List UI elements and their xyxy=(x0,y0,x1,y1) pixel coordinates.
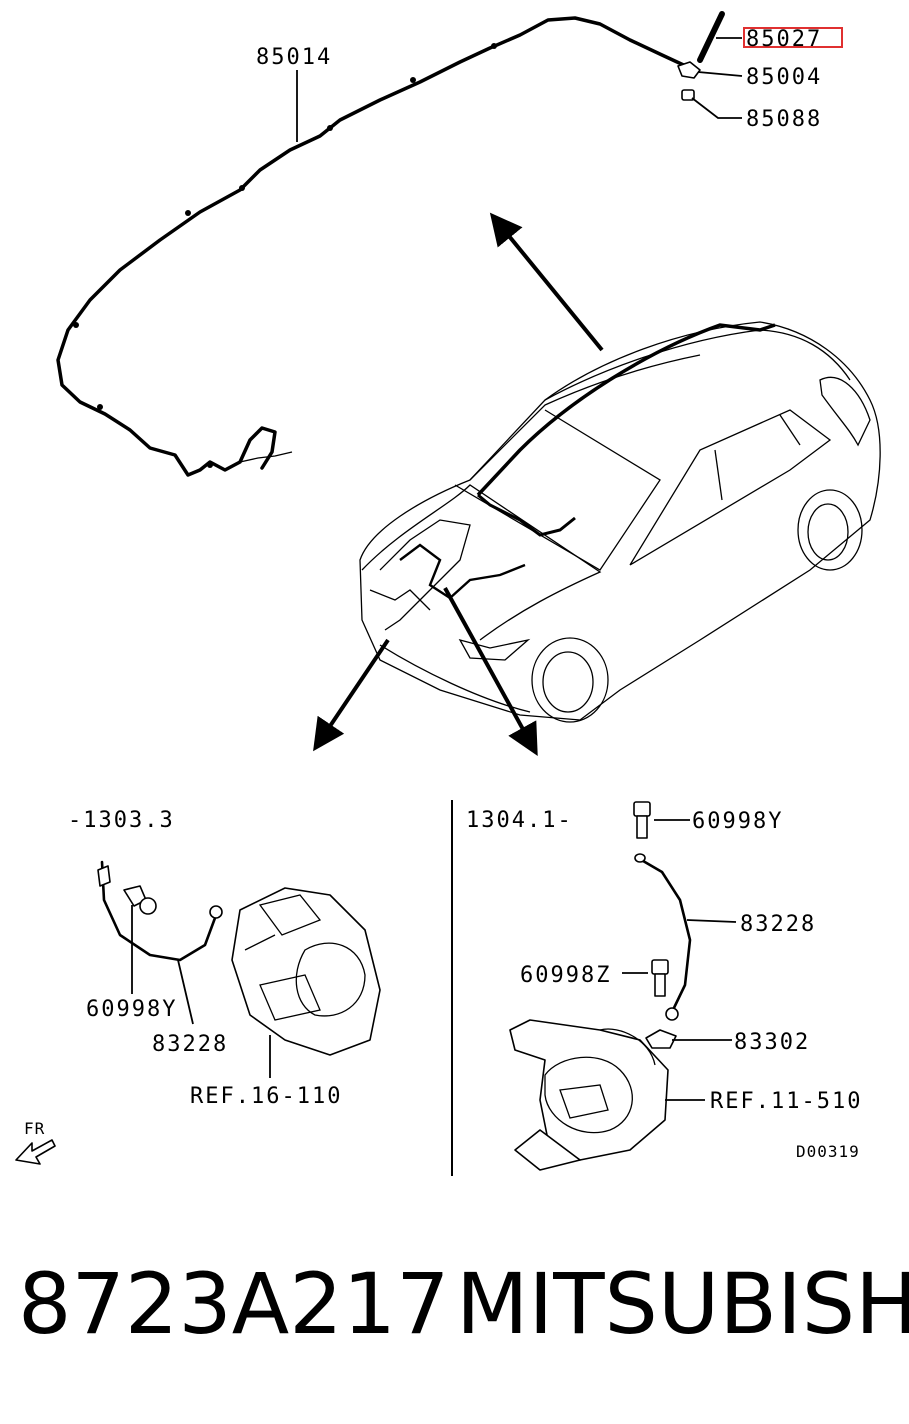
bolt-mid-right-60998Z[interactable] xyxy=(651,959,669,997)
leader-83228-right xyxy=(686,919,737,923)
part-number-caption: 8723A217 xyxy=(18,1255,450,1353)
label-period-early: -1303.3 xyxy=(68,808,175,833)
label-60998Y-left: 60998Y xyxy=(86,997,177,1022)
label-60998Z-right: 60998Z xyxy=(520,963,611,988)
leader-85088 xyxy=(691,97,742,119)
antenna-harness-85014[interactable] xyxy=(56,16,692,477)
label-83228-left: 83228 xyxy=(152,1032,228,1057)
arrow-to-right-detail xyxy=(443,587,538,757)
leader-85004 xyxy=(697,71,743,77)
antenna-base-85004[interactable] xyxy=(677,61,701,79)
antenna-nut-85088[interactable] xyxy=(681,89,695,101)
ground-cable-right-83228[interactable] xyxy=(634,853,692,1021)
label-diagram-code: D00319 xyxy=(796,1142,860,1161)
label-83228-right: 83228 xyxy=(740,912,816,937)
label-60998Y-right: 60998Y xyxy=(692,809,783,834)
leader-83228-left xyxy=(177,959,194,1025)
alternator-left xyxy=(231,887,381,1056)
fr-label: FR xyxy=(24,1119,45,1138)
bolt-top-right-60998Y[interactable] xyxy=(633,801,651,839)
car-outline xyxy=(359,321,881,723)
ground-cable-left-83228[interactable] xyxy=(97,860,223,962)
arrow-to-left-detail xyxy=(313,638,390,752)
label-85014: 85014 xyxy=(256,45,332,70)
arrow-to-roof-harness xyxy=(489,212,604,352)
label-85088: 85088 xyxy=(746,107,822,132)
bolt-left-60998Y[interactable] xyxy=(123,885,157,915)
label-period-late: 1304.1- xyxy=(466,808,573,833)
front-direction-marker: FR xyxy=(15,1119,56,1165)
label-ref-left: REF.16-110 xyxy=(190,1084,342,1109)
brand-caption: MITSUBISHI xyxy=(456,1255,909,1353)
label-85004: 85004 xyxy=(746,65,822,90)
highlight-box-85027 xyxy=(743,27,843,48)
starter-right xyxy=(509,1019,669,1171)
label-83302-right: 83302 xyxy=(734,1030,810,1055)
label-85027: 85027 xyxy=(746,27,822,52)
front-arrow-icon xyxy=(15,1139,56,1165)
label-ref-right: REF.11-510 xyxy=(710,1089,862,1114)
antenna-rod-85027[interactable] xyxy=(697,11,725,63)
clip-right-83302[interactable] xyxy=(645,1029,677,1049)
